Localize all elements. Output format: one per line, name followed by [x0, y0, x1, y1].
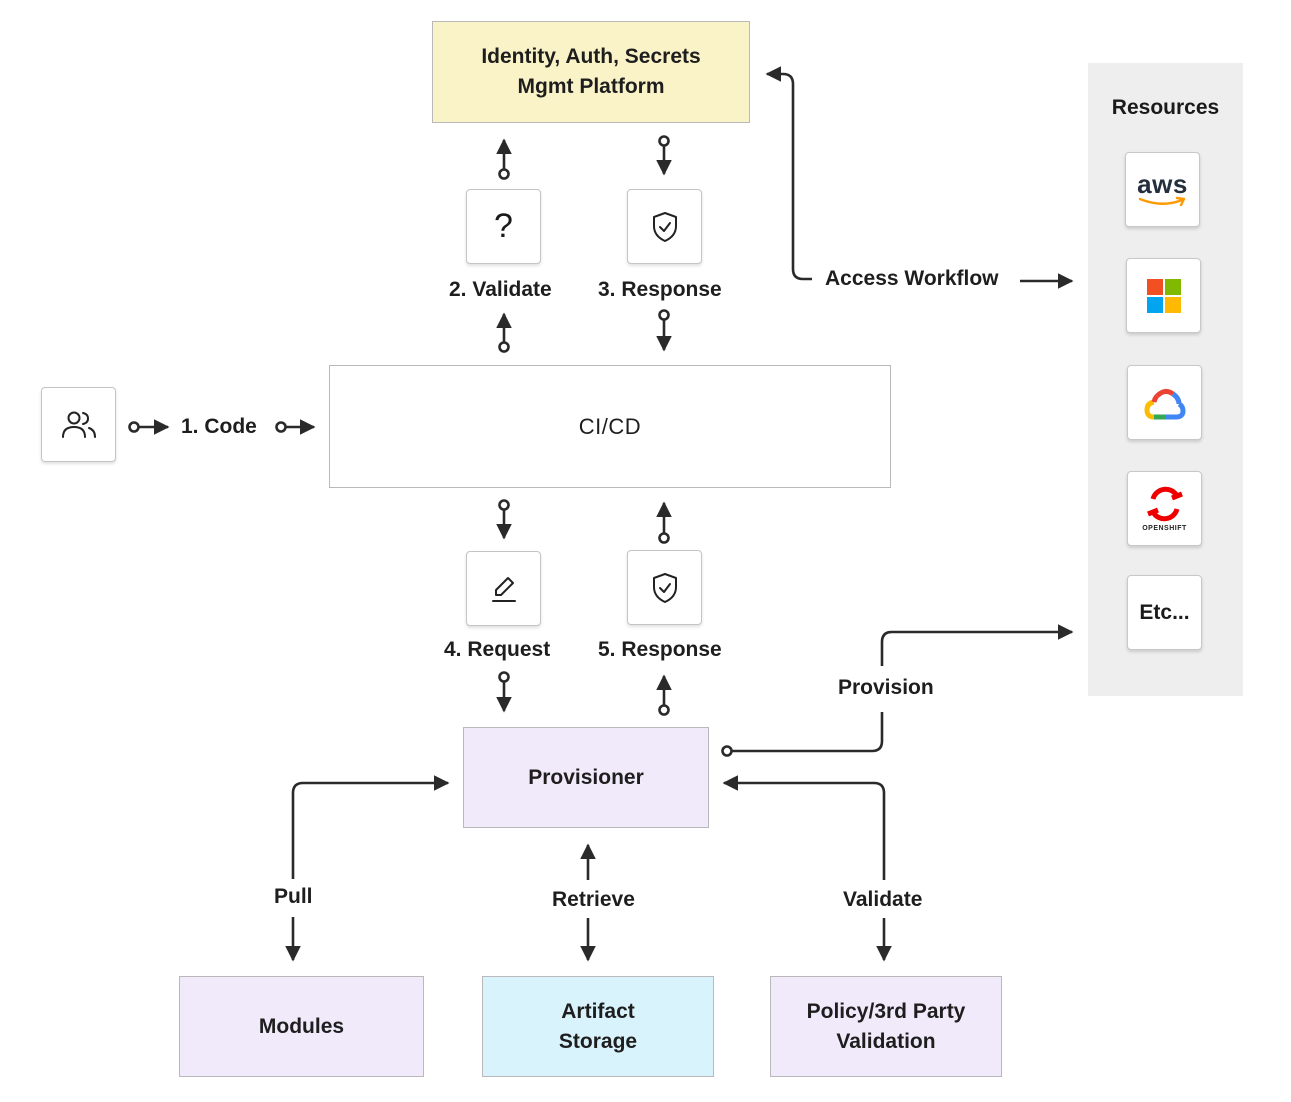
openshift-ring-icon: [1146, 486, 1183, 522]
policy-validation-box[interactable]: Policy/3rd Party Validation: [770, 976, 1002, 1077]
aws-smile-icon: [1138, 196, 1185, 206]
connector-request-to-provisioner: [496, 671, 512, 713]
users-icon: [61, 411, 96, 438]
access-workflow-label: Access Workflow: [825, 267, 999, 290]
openshift-logo: OPENSHIFT: [1142, 485, 1187, 532]
provision-label: Provision: [838, 676, 934, 699]
user-box[interactable]: [41, 387, 116, 462]
connector-provisioner-to-response: [656, 674, 672, 716]
provisioner-box[interactable]: Provisioner: [463, 727, 709, 828]
response-step-box-top[interactable]: [627, 189, 702, 264]
resources-title: Resources: [1111, 96, 1220, 119]
policy-line1: Policy/3rd Party: [806, 999, 966, 1023]
microsoft-logo: [1146, 278, 1181, 313]
connector-identity-to-response: [656, 135, 672, 176]
resource-aws[interactable]: aws: [1125, 152, 1200, 227]
provisioner-label: Provisioner: [528, 765, 644, 789]
validate-step-box[interactable]: ?: [466, 189, 541, 264]
resource-etc-label: Etc...: [1139, 600, 1190, 624]
resource-google-cloud[interactable]: [1127, 365, 1202, 440]
connector-policy-validate: [722, 775, 892, 962]
connector-cicd-to-validate: [496, 312, 512, 353]
connector-user-to-code: [128, 419, 170, 435]
connector-response-to-cicd: [656, 309, 672, 352]
cicd-box[interactable]: CI/CD: [329, 365, 891, 488]
step-response-auth-label: 3. Response: [598, 278, 722, 301]
response-step-box-bottom[interactable]: [627, 550, 702, 625]
connector-cicd-to-request: [496, 499, 512, 540]
step-request-label: 4. Request: [444, 638, 551, 661]
identity-platform-line2: Mgmt Platform: [517, 75, 665, 98]
artifact-storage-box[interactable]: Artifact Storage: [482, 976, 714, 1077]
question-mark-icon: ?: [494, 207, 513, 245]
connector-pull: [285, 775, 450, 962]
connector-code-to-cicd: [275, 419, 316, 435]
openshift-wordmark: OPENSHIFT: [1142, 525, 1187, 532]
step-validate-label: 2. Validate: [449, 278, 552, 301]
policy-line2: Validation: [836, 1029, 936, 1053]
request-step-box[interactable]: [466, 551, 541, 626]
step-code-label: 1. Code: [181, 415, 257, 438]
aws-logo: aws: [1135, 170, 1191, 210]
shield-check-icon: [652, 572, 677, 603]
pull-label: Pull: [274, 885, 313, 908]
modules-label: Modules: [258, 1014, 345, 1038]
identity-platform-line1: Identity, Auth, Secrets: [481, 45, 701, 68]
artifact-line1: Artifact: [561, 999, 635, 1023]
cicd-label: CI/CD: [578, 413, 642, 439]
modules-box[interactable]: Modules: [179, 976, 424, 1077]
resource-etc[interactable]: Etc...: [1127, 575, 1202, 650]
pen-icon: [491, 576, 516, 602]
artifact-line2: Storage: [558, 1029, 638, 1053]
google-cloud-logo: [1143, 388, 1186, 419]
shield-check-icon: [652, 211, 677, 242]
validate-edge-label: Validate: [843, 888, 923, 911]
resource-openshift[interactable]: OPENSHIFT: [1127, 471, 1202, 546]
connector-provision-to-resources: [721, 624, 1074, 757]
identity-platform-box[interactable]: Identity, Auth, Secrets Mgmt Platform: [432, 21, 750, 123]
connector-response-to-cicd-bottom: [656, 501, 672, 544]
connector-access-to-identity: [765, 66, 812, 281]
resource-microsoft[interactable]: [1126, 258, 1201, 333]
step-response-prov-label: 5. Response: [598, 638, 722, 661]
connector-validate-to-identity: [496, 138, 512, 180]
retrieve-label: Retrieve: [552, 888, 635, 911]
